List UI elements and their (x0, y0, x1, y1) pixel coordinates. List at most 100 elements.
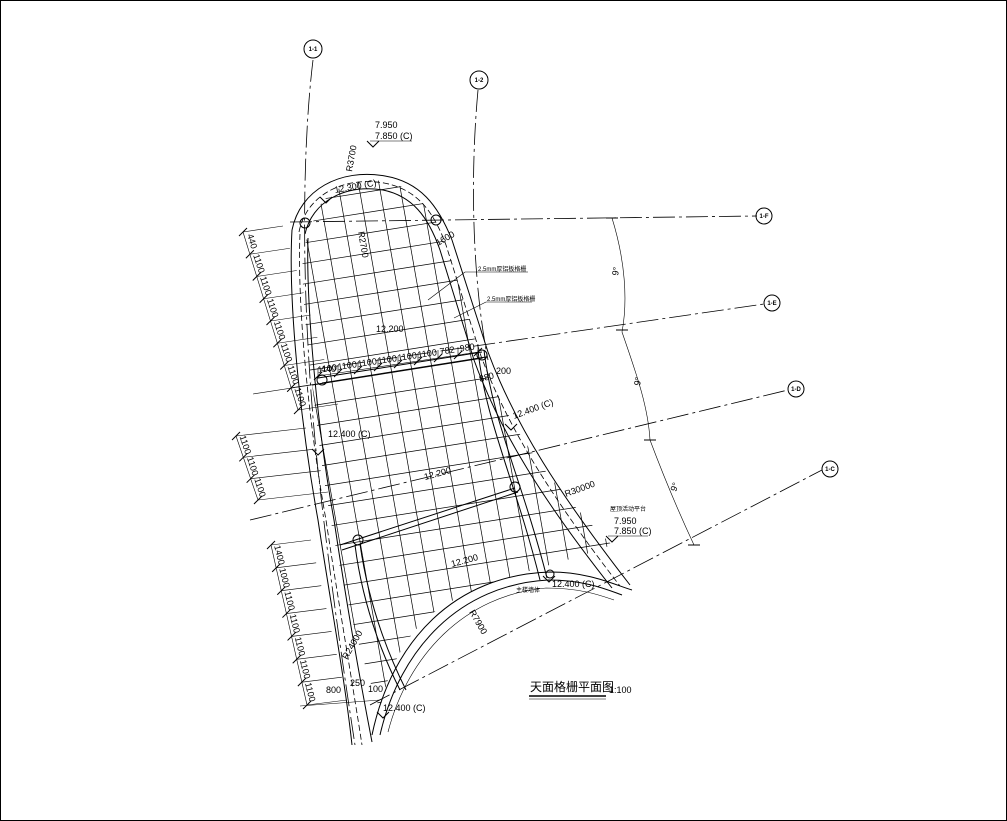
grille-line-horizontal (302, 515, 612, 580)
radius-r3700: R3700 (344, 144, 358, 172)
dimension-value: 1000 (277, 567, 292, 589)
dimension-value: 1100 (238, 434, 253, 456)
dim-800: 800 (326, 685, 341, 695)
grille-line-horizontal (250, 762, 650, 821)
grille-line-vertical (557, 180, 612, 710)
elev-bottom: 12.400 (C) (383, 703, 426, 713)
svg-text:7.850 (C): 7.850 (C) (614, 526, 652, 536)
dimension-value: 1100 (288, 613, 302, 634)
axis-bubble-1-C: 1-C (821, 460, 839, 478)
axis-label-1-D: 1-D (791, 387, 801, 393)
dimension-value: 1100 (265, 297, 280, 319)
elev-grid-c: 12.200 (450, 552, 479, 569)
dimension-value: 1100 (252, 477, 267, 499)
angle-label-1: 9° (610, 266, 621, 277)
dim-200: 200 (496, 366, 511, 376)
grille-line-vertical (516, 180, 612, 710)
svg-text:7.950: 7.950 (375, 120, 398, 130)
angle-arc (611, 217, 695, 546)
platform-note: 屋顶活动平台 (610, 505, 646, 513)
dimension-value: 1100 (337, 359, 358, 372)
dim-1600: 1600 (434, 229, 456, 248)
dimension-value: 1100 (357, 356, 378, 369)
grille-line-vertical (434, 180, 543, 710)
elev-top-arc: 12.300 (C) (334, 178, 378, 195)
axis-label-1-1: 1-1 (309, 47, 318, 53)
grille-line-horizontal (302, 180, 612, 191)
grille-line-horizontal (250, 742, 650, 805)
elev-bottom-arc: 12.400 (C) (552, 579, 595, 589)
grille-line-vertical (331, 180, 440, 710)
axis-bubble-1-1: 1-1 (303, 39, 323, 59)
dimension-value: 1400 (272, 544, 287, 566)
dimension-value: 1100 (245, 455, 260, 477)
dimension-value: 1100 (377, 353, 398, 366)
grille-line-vertical (86, 150, 194, 760)
grille-line-horizontal (250, 106, 650, 169)
grille-line-vertical (681, 150, 789, 760)
column-markers (299, 214, 555, 579)
drawing-title: 天面格栅平面图 (530, 679, 614, 694)
dimension-value: 1100 (251, 253, 266, 275)
main-beams (317, 349, 548, 691)
radius-r7900: R7900 (467, 608, 489, 636)
grille-line-vertical (45, 150, 153, 760)
axis-lines (249, 59, 823, 746)
axis-bubble-1-2: 1-2 (469, 70, 489, 90)
grille-line-vertical (619, 150, 727, 760)
dim-row-first: 440 (321, 364, 336, 374)
elev-grid-b: 12.200 (423, 465, 452, 482)
angle-label-2: 9° (632, 376, 643, 387)
axis-bubble-1-E: 1-E (763, 294, 781, 312)
drawing-title-block: 天面格栅平面图 1:100 (529, 679, 632, 700)
material-note-1: 2.5mm厚铝板格栅 (427, 265, 528, 301)
svg-text:2.5mm厚铝板格栅: 2.5mm厚铝板格栅 (478, 265, 526, 273)
dimension-value: 1100 (397, 350, 418, 363)
grille-line-horizontal (250, 24, 650, 87)
grille-line-vertical (107, 150, 215, 760)
dimension-value: 1100 (282, 590, 296, 611)
axis-line-1-C (369, 469, 823, 706)
axis-label-1-C: 1-C (825, 467, 835, 473)
grille-line-horizontal (250, 86, 650, 149)
dimension-value: 1100 (272, 320, 287, 342)
grille-line-vertical (722, 150, 830, 760)
dimension-value: 1100 (293, 386, 308, 408)
drawing-scale: 1:100 (609, 685, 632, 695)
dim-250: 250 (350, 678, 365, 688)
grille-line-horizontal (302, 269, 612, 334)
dimension-value: 980 (459, 342, 475, 354)
grille-line-vertical (148, 150, 256, 760)
grille-line-vertical (454, 180, 563, 710)
dim-880: 880 (478, 370, 495, 384)
elev-grid-a: 12.200 (376, 324, 404, 334)
dimension-value: 1100 (293, 636, 307, 657)
dimension-value: 1100 (417, 347, 438, 360)
elevation-right-platform: 屋顶活动平台 7.950 7.850 (C) (605, 505, 652, 543)
svg-text:2.5mm厚铝板格栅: 2.5mm厚铝板格栅 (487, 295, 535, 303)
material-note-2: 2.5mm厚铝板格栅 (453, 295, 535, 319)
grille-line-horizontal (302, 392, 612, 457)
grille-line-horizontal (250, 721, 650, 784)
dimension-value: 1100 (279, 342, 294, 364)
elev-right: 12.400 (C) (511, 397, 554, 421)
dimension-value: 782 (439, 345, 455, 357)
axis-bubble-1-F: 1-F (755, 207, 773, 225)
grille-line-vertical (413, 180, 522, 710)
elevation-top: 7.950 7.850 (C) (366, 120, 413, 148)
grille-line-vertical (536, 180, 612, 710)
grille-line-vertical (127, 150, 235, 760)
dimension-value: 1100 (298, 659, 312, 680)
dimension-value: 1100 (317, 362, 338, 375)
axis-label-1-E: 1-E (767, 301, 776, 307)
grille-line-vertical (701, 150, 809, 760)
dimension-value: 1100 (303, 682, 317, 703)
dimension-value: 1100 (258, 275, 273, 297)
radius-r24000: R24000 (340, 629, 364, 661)
axis-line-1-1 (304, 59, 356, 746)
grille-line-vertical (66, 150, 174, 760)
dimension-value: 1100 (286, 364, 301, 386)
axis-bubble-1-D: 1-D (787, 380, 805, 398)
